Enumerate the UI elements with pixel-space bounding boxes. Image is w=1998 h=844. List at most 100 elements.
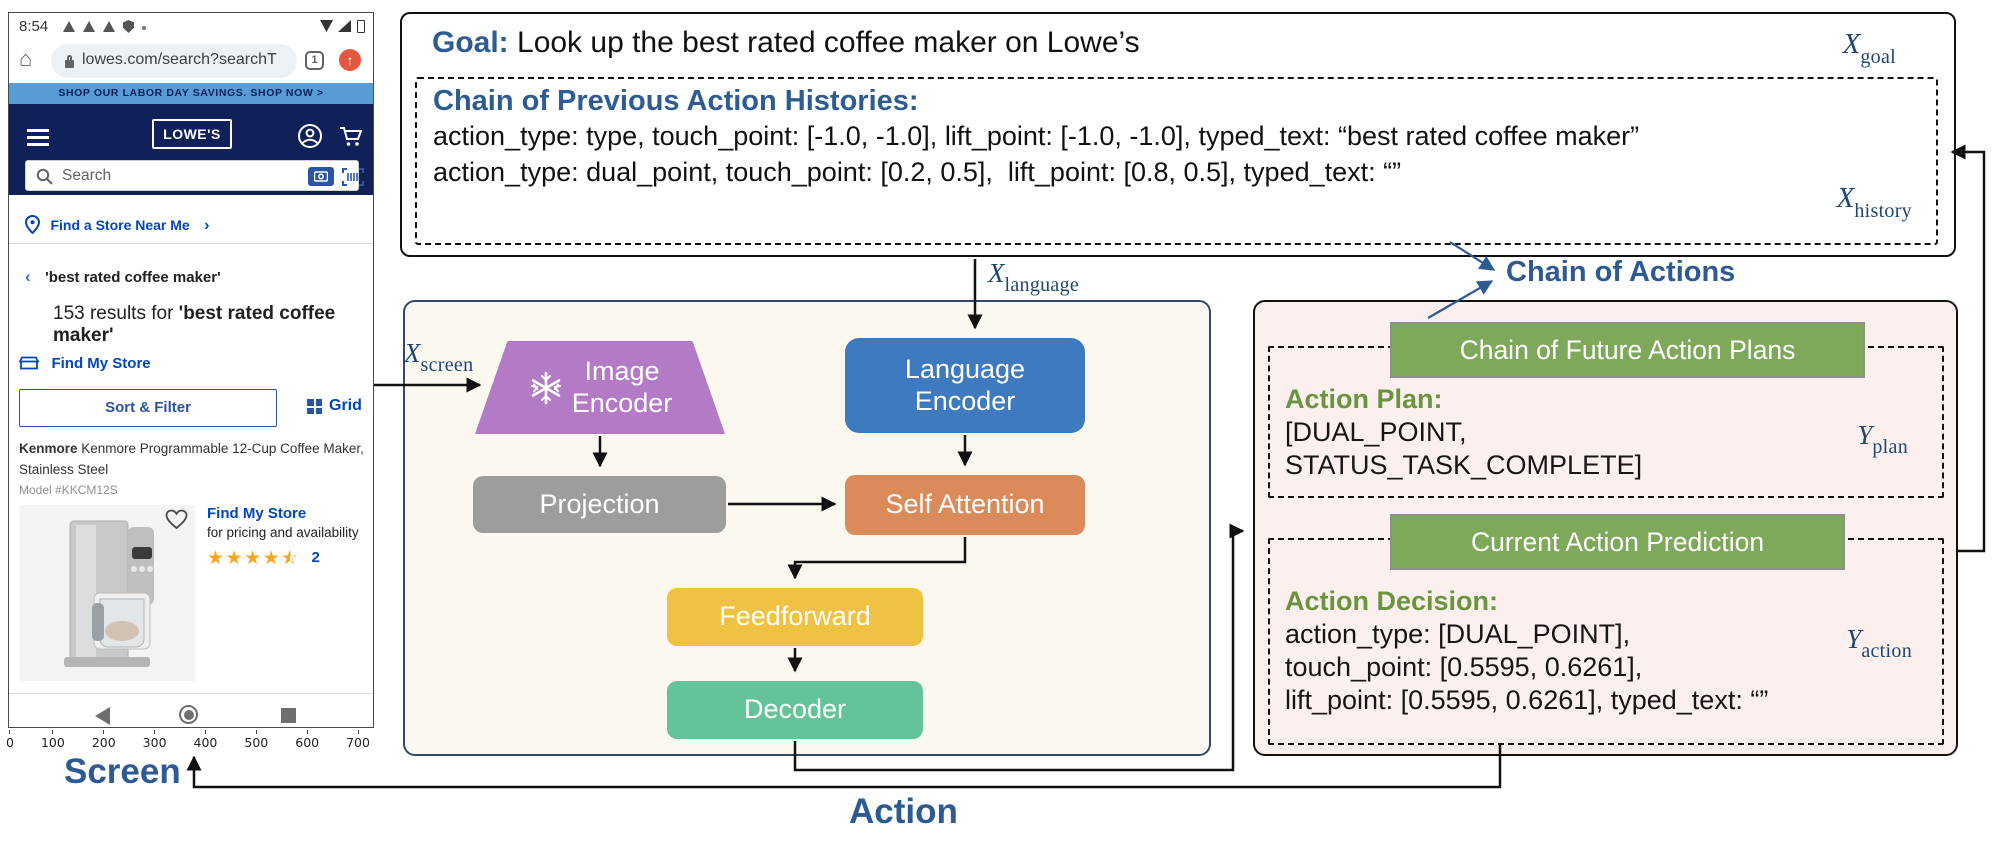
battery-icon [357, 20, 365, 33]
snowflake-frozen-icon [530, 371, 561, 404]
half-star-icon: ★☆ [281, 548, 300, 569]
store-icon [19, 356, 39, 370]
favorite-heart-icon[interactable] [165, 509, 188, 530]
action-decision-title: Action Decision: [1285, 586, 1499, 616]
lock-icon [67, 55, 72, 61]
ruler-tick: 300 [143, 730, 167, 750]
phone-screenshot: 8:54 ⌂ lowes.com/search?searchT 1 ↑ SHOP… [8, 12, 374, 728]
notification-dot-icon [142, 26, 146, 30]
projection-block: Projection [473, 476, 726, 533]
signal-icon [338, 20, 351, 32]
ruler-tick: 700 [346, 730, 370, 750]
y-plan-label: Yplan [1857, 420, 1908, 459]
product-find-my-store-link[interactable]: Find My Store [207, 505, 307, 522]
find-store-near-me-link[interactable]: Find a Store Near Me › [25, 215, 210, 235]
action-plan-title: Action Plan: [1285, 384, 1443, 414]
divider [9, 693, 373, 694]
menu-icon[interactable] [27, 129, 49, 150]
history-line: action_type: dual_point, touch_point: [0… [433, 157, 1402, 187]
search-placeholder: Search [62, 167, 112, 184]
screen-label: Screen [64, 752, 181, 791]
lowes-header: LOWE'S Search [9, 104, 373, 195]
results-count: 153 results for 'best rated coffee maker… [53, 303, 336, 346]
grid-view-label[interactable]: Grid [329, 397, 362, 414]
barcode-scan-icon[interactable] [342, 168, 364, 186]
url-text: lowes.com/search?searchT [82, 51, 277, 68]
lowes-logo: LOWE'S [152, 119, 232, 149]
history-title: Chain of Previous Action Histories: [433, 85, 919, 117]
current-action-prediction-header: Current Action Prediction [1390, 514, 1845, 570]
cart-icon[interactable] [337, 123, 363, 149]
search-query-row[interactable]: ‹ 'best rated coffee maker' [25, 267, 221, 287]
product-title[interactable]: Kenmore Kenmore Programmable 12-Cup Coff… [19, 441, 364, 477]
ruler-tick: 600 [295, 730, 319, 750]
chevron-left-icon: ‹ [25, 267, 31, 286]
goal-box: Goal: Look up the best rated coffee make… [400, 12, 1956, 257]
star-icon: ★★★★ [207, 548, 282, 569]
camera-search-icon[interactable] [308, 167, 334, 186]
action-plan-line: [DUAL_POINT, [1285, 417, 1467, 447]
divider [9, 243, 373, 244]
browser-url-row: ⌂ lowes.com/search?searchT 1 ↑ [9, 39, 373, 83]
y-action-label: Yaction [1846, 624, 1912, 663]
status-time: 8:54 [19, 18, 49, 35]
x-language-label: Xlanguage [988, 258, 1080, 297]
sort-filter-button[interactable]: Sort & Filter [19, 389, 277, 427]
search-icon [36, 168, 53, 185]
find-my-store-label: Find My Store [51, 355, 151, 372]
warning-icon [103, 21, 115, 32]
promo-banner[interactable]: SHOP OUR LABOR DAY SAVINGS. SHOP NOW > [9, 83, 373, 104]
action-history-box: Chain of Previous Action Histories: acti… [415, 77, 1938, 245]
pixel-ruler: 0 100 200 300 400 500 600 700 [6, 730, 370, 750]
action-decision-line: touch_point: [0.5595, 0.6261], [1285, 652, 1643, 682]
shield-icon [123, 20, 134, 33]
feedforward-block: Feedforward [667, 588, 923, 646]
search-input[interactable]: Search [25, 160, 364, 191]
action-label: Action [849, 792, 958, 831]
chevron-right-icon: › [204, 217, 210, 234]
warning-icon [83, 21, 95, 32]
search-query-text: 'best rated coffee maker' [45, 269, 221, 286]
browser-update-icon[interactable]: ↑ [339, 49, 361, 71]
history-line: action_type: type, touch_point: [-1.0, -… [433, 121, 1640, 151]
x-history-label: Xhistory [1836, 182, 1912, 222]
x-goal-label: Xgoal [1842, 28, 1896, 68]
ruler-tick: 200 [92, 730, 116, 750]
grid-view-icon[interactable] [307, 399, 322, 414]
location-pin-icon [25, 215, 40, 234]
decoder-block: Decoder [667, 681, 923, 739]
android-home-button[interactable] [179, 705, 198, 724]
url-bar[interactable]: lowes.com/search?searchT [51, 44, 297, 78]
product-image[interactable] [19, 505, 195, 681]
self-attention-block: Self Attention [845, 475, 1085, 535]
action-output-panel: Chain of Future Action Plans Action Plan… [1253, 300, 1958, 756]
coffee-maker-image [64, 520, 154, 667]
chain-of-actions-label: Chain of Actions [1506, 256, 1736, 288]
tab-switcher-button[interactable]: 1 [305, 51, 324, 70]
x-screen-label: Xscreen [404, 338, 474, 377]
availability-text: for pricing and availability [207, 525, 359, 540]
action-plan-line: STATUS_TASK_COMPLETE] [1285, 450, 1643, 480]
action-decision-line: lift_point: [0.5595, 0.6261], typed_text… [1285, 685, 1769, 715]
android-home-button [183, 709, 194, 720]
product-model: Model #KKCM12S [19, 483, 118, 497]
ruler-tick: 0 [6, 730, 14, 750]
android-recents-button[interactable] [281, 708, 296, 723]
wifi-icon [320, 20, 333, 32]
find-my-store-link[interactable]: Find My Store [19, 355, 151, 373]
rating-stars: ★★★★★☆ 2 [207, 547, 320, 570]
home-icon[interactable]: ⌂ [19, 46, 33, 71]
lock-icon [65, 60, 74, 68]
status-bar: 8:54 [9, 13, 373, 39]
ruler-tick: 400 [194, 730, 217, 750]
future-action-plans-header: Chain of Future Action Plans [1390, 322, 1865, 378]
ruler-tick: 100 [41, 730, 65, 750]
ruler-tick: 500 [244, 730, 268, 750]
account-icon[interactable] [297, 123, 323, 149]
android-back-button[interactable] [95, 707, 110, 725]
